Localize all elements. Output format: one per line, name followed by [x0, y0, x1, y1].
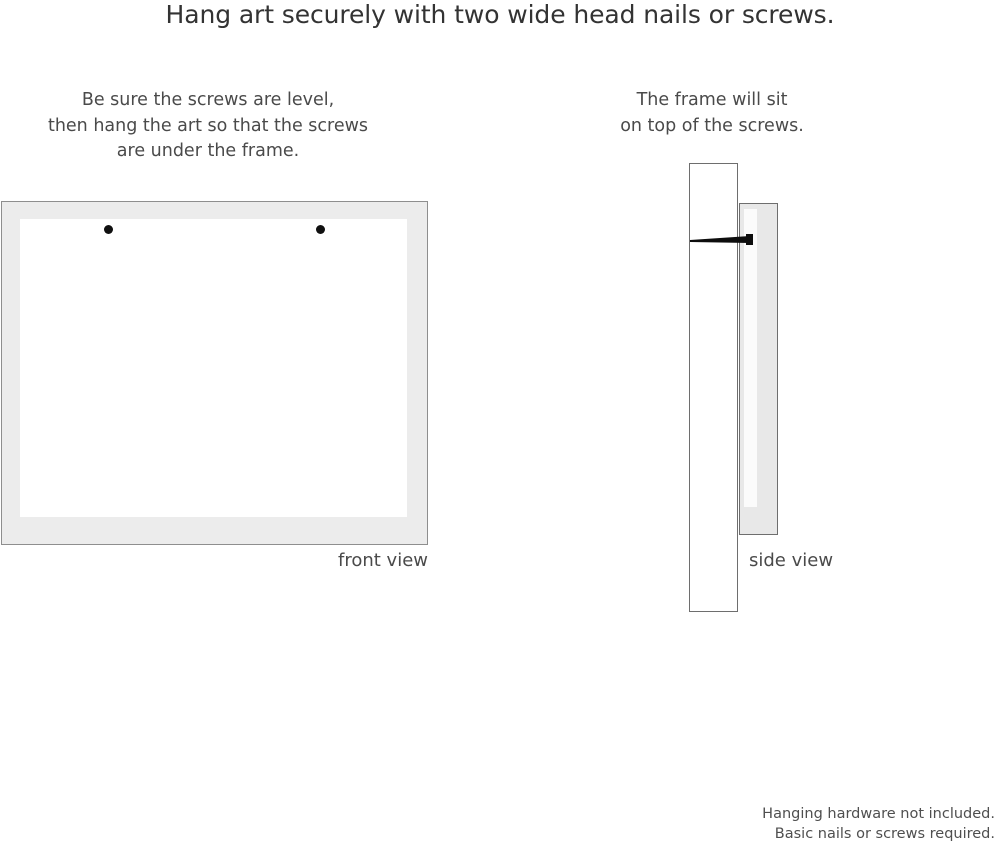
screw-head-right-icon	[316, 225, 325, 234]
front-view-caption-line-1: Be sure the screws are level,	[81, 90, 335, 110]
front-view-artwork-area	[20, 219, 407, 517]
hardware-disclaimer: Hanging hardware not included. Basic nai…	[575, 804, 995, 844]
side-view-frame-inner-edge	[744, 209, 757, 507]
screw-head-left-icon	[104, 225, 113, 234]
side-view-frame-illustration	[739, 203, 778, 535]
side-view-caption: The frame will sit on top of the screws.	[572, 88, 852, 139]
nail-shaft-icon	[690, 236, 750, 243]
front-view-caption-line-3: are under the frame.	[116, 141, 300, 161]
side-view-caption-line-2: on top of the screws.	[620, 115, 804, 136]
nail-head-icon	[746, 234, 753, 245]
side-view-wall-illustration	[689, 163, 738, 612]
side-view-label: side view	[749, 550, 834, 571]
side-view-caption-line-1: The frame will sit	[636, 90, 788, 110]
hardware-disclaimer-line-1: Hanging hardware not included.	[762, 806, 995, 822]
front-view-frame-illustration	[1, 201, 428, 545]
front-view-label: front view	[338, 550, 428, 571]
front-view-caption-line-2: then hang the art so that the screws	[47, 115, 369, 136]
front-view-caption: Be sure the screws are level, then hang …	[13, 88, 403, 165]
page-title: Hang art securely with two wide head nai…	[165, 0, 835, 29]
hardware-disclaimer-line-2: Basic nails or screws required.	[774, 826, 995, 842]
